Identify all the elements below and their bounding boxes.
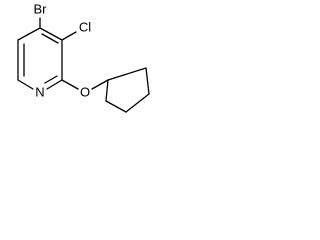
atom-label-bromine: Br	[34, 1, 48, 16]
bond-c4-c3-double	[41, 33, 59, 44]
bond-c3-cl	[61, 31, 77, 41]
bond-cp-5	[105, 79, 109, 102]
atom-label-chlorine: Cl	[79, 19, 91, 34]
chemical-structure-diagram: Br Cl N O	[17, 1, 150, 113]
bond-o-ch	[91, 79, 109, 90]
pyridine-ring	[17, 27, 63, 90]
bond-c2-o	[61, 79, 79, 90]
bond-c4-c3	[39, 27, 63, 41]
bond-c2-n-double	[44, 75, 58, 84]
bond-cp-4	[105, 100, 127, 113]
bond-n-c6	[17, 79, 34, 90]
atom-label-oxygen: O	[80, 84, 90, 99]
bond-c2-n	[46, 79, 63, 90]
cyclopentyl-ring	[105, 67, 150, 113]
bond-cp-3	[125, 93, 150, 113]
atom-label-nitrogen: N	[35, 84, 44, 99]
bond-cp-1	[107, 67, 147, 81]
bond-c5-c4	[17, 27, 41, 41]
bond-cp-2	[145, 67, 150, 95]
